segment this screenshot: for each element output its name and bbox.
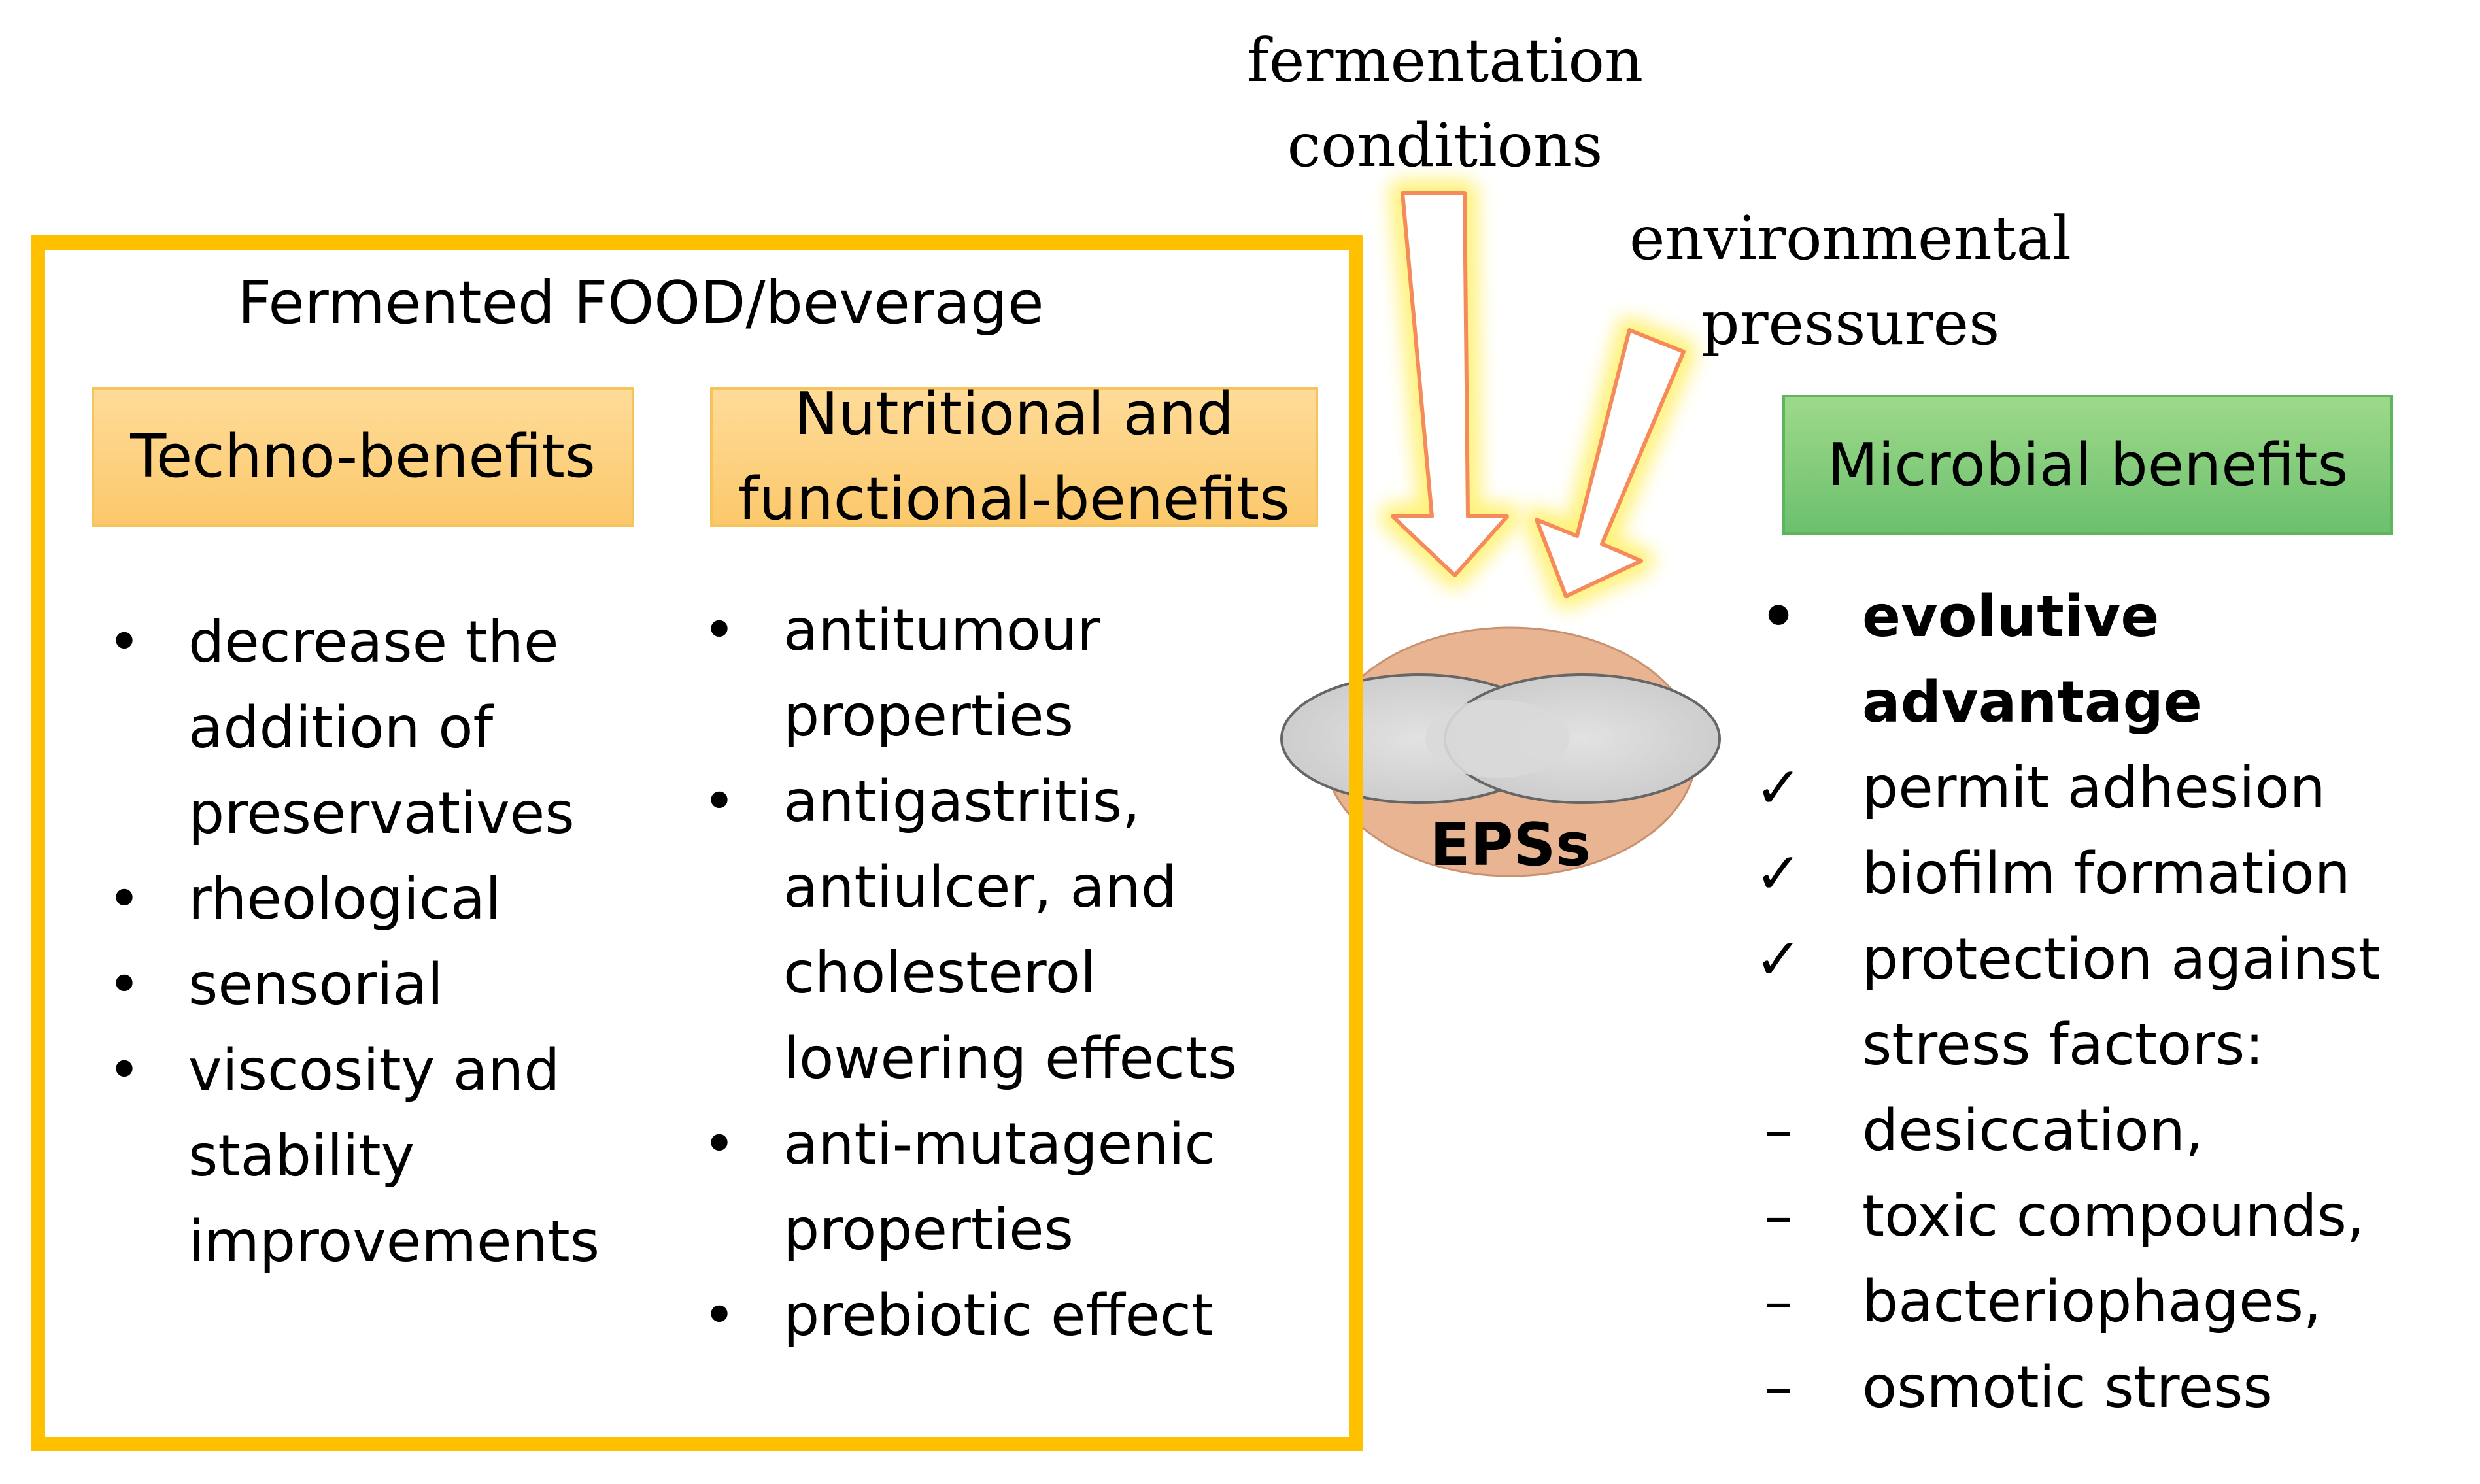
list-item: •rheological (98, 856, 687, 942)
list-item: ✓biofilm formation (1752, 831, 2472, 917)
environmental-pressures-label: environmental pressures (1629, 203, 2071, 358)
list-item: –desiccation, (1752, 1088, 2472, 1173)
bullet-icon: • (107, 1037, 141, 1104)
bullet-icon: • (702, 597, 736, 664)
microbial-benefits-header: Microbial benefits (1782, 395, 2393, 535)
list-item: •evolutive advantage (1752, 574, 2472, 745)
checkmark-icon: ✓ (1754, 754, 1803, 821)
techno-benefits-list: •decrease the addition of preservatives … (98, 599, 687, 1285)
bullet-icon: • (1760, 583, 1797, 650)
fermented-food-frame (31, 235, 1363, 1451)
eps-label: EPSs (1430, 811, 1591, 879)
techno-benefits-header: Techno-benefits (92, 387, 634, 527)
list-item: •sensorial (98, 942, 687, 1028)
dash-icon: – (1764, 1268, 1793, 1335)
list-item: •antigastritis, antiulcer, and cholester… (693, 759, 1353, 1102)
dash-icon: – (1764, 1183, 1793, 1249)
list-item: –osmotic stress (1752, 1345, 2472, 1430)
bullet-icon: • (702, 1111, 736, 1177)
fermentation-arrow (1380, 180, 1520, 588)
list-item: –bacteriophages, (1752, 1259, 2472, 1345)
list-item: •prebiotic effect (693, 1273, 1353, 1358)
list-item: ✓protection against stress factors: (1752, 917, 2472, 1088)
checkmark-icon: ✓ (1754, 926, 1803, 992)
list-item: •antitumour properties (693, 588, 1353, 759)
nutritional-benefits-list: •antitumour properties •antigastritis, a… (693, 588, 1353, 1358)
list-item: •decrease the addition of preservatives (98, 599, 687, 856)
environmental-arrow (1523, 317, 1697, 609)
bullet-icon: • (107, 609, 141, 675)
list-item: •viscosity and stability improvements (98, 1028, 687, 1285)
list-item: –toxic compounds, (1752, 1173, 2472, 1259)
checkmark-icon: ✓ (1754, 840, 1803, 907)
list-item: •anti-mutagenic properties (693, 1102, 1353, 1273)
bullet-icon: • (107, 951, 141, 1018)
dash-icon: – (1764, 1097, 1793, 1164)
fermented-food-title: Fermented FOOD/beverage (237, 269, 1044, 337)
bullet-icon: • (702, 1282, 736, 1349)
nutritional-benefits-header: Nutritional and functional-benefits (710, 380, 1318, 533)
bullet-icon: • (702, 768, 736, 835)
microbial-benefits-list: •evolutive advantage ✓permit adhesion ✓b… (1752, 574, 2472, 1430)
bullet-icon: • (107, 866, 141, 932)
dash-icon: – (1764, 1354, 1793, 1421)
fermentation-conditions-label: fermentation conditions (1246, 25, 1644, 180)
list-item: ✓permit adhesion (1752, 745, 2472, 831)
